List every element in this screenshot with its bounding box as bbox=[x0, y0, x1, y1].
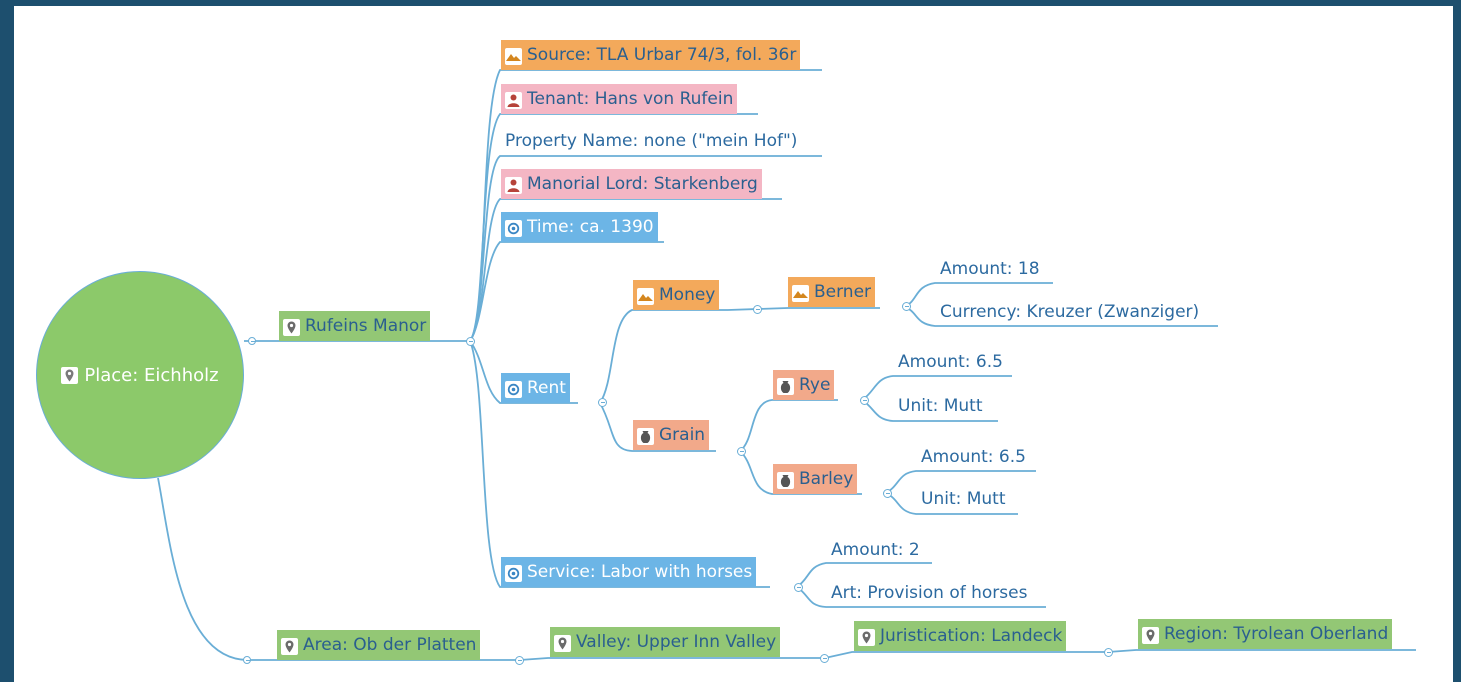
node-service-art[interactable]: Art: Provision of horses bbox=[827, 578, 1031, 608]
node-source[interactable]: Source: TLA Urbar 74/3, fol. 36r bbox=[501, 40, 801, 70]
collapse-toggle-juris[interactable] bbox=[1104, 648, 1113, 657]
node-label: Region: Tyrolean Oberland bbox=[1164, 624, 1389, 644]
cycle-icon bbox=[505, 378, 522, 398]
node-label: Time: ca. 1390 bbox=[527, 217, 654, 237]
collapse-toggle-barley[interactable] bbox=[883, 489, 892, 498]
node-label: Grain bbox=[659, 425, 706, 445]
pot-icon bbox=[777, 469, 794, 489]
collapse-toggle-rent[interactable] bbox=[598, 398, 607, 407]
node-label: Amount: 2 bbox=[831, 540, 920, 560]
person-icon bbox=[505, 89, 522, 109]
map-pin-icon bbox=[61, 366, 79, 384]
node-jurisdiction[interactable]: Juristication: Landeck bbox=[854, 621, 1067, 651]
node-rufeins-manor[interactable]: Rufeins Manor bbox=[279, 311, 431, 341]
node-time[interactable]: Time: ca. 1390 bbox=[501, 212, 658, 242]
node-property-name[interactable]: Property Name: none ("mein Hof") bbox=[501, 126, 801, 156]
node-label: Rye bbox=[799, 375, 831, 395]
root-node-place-eichholz[interactable]: Place: Eichholz bbox=[36, 271, 244, 479]
mountain-icon bbox=[505, 45, 522, 65]
node-grain[interactable]: Grain bbox=[633, 420, 710, 450]
node-label: Berner bbox=[814, 282, 872, 302]
node-currency[interactable]: Currency: Kreuzer (Zwanziger) bbox=[936, 297, 1203, 327]
node-valley[interactable]: Valley: Upper Inn Valley bbox=[550, 627, 781, 657]
node-manorial-lord[interactable]: Manorial Lord: Starkenberg bbox=[501, 169, 762, 199]
node-rye[interactable]: Rye bbox=[773, 370, 835, 400]
root-label: Place: Eichholz bbox=[84, 364, 219, 386]
node-area[interactable]: Area: Ob der Platten bbox=[277, 630, 481, 660]
node-barley-amount[interactable]: Amount: 6.5 bbox=[917, 442, 1030, 472]
node-label: Art: Provision of horses bbox=[831, 583, 1028, 603]
map-pin-icon bbox=[1142, 624, 1159, 644]
person-icon bbox=[505, 174, 522, 194]
node-rent[interactable]: Rent bbox=[501, 373, 570, 403]
collapse-toggle-service[interactable] bbox=[794, 583, 803, 592]
collapse-toggle-grain[interactable] bbox=[737, 447, 746, 456]
node-barley-unit[interactable]: Unit: Mutt bbox=[917, 484, 1010, 514]
node-label: Tenant: Hans von Rufein bbox=[527, 89, 734, 109]
node-label: Source: TLA Urbar 74/3, fol. 36r bbox=[527, 45, 797, 65]
cycle-icon bbox=[505, 217, 522, 237]
node-label: Juristication: Landeck bbox=[880, 626, 1063, 646]
node-label: Unit: Mutt bbox=[921, 489, 1006, 509]
collapse-toggle-money[interactable] bbox=[753, 305, 762, 314]
collapse-toggle-valley[interactable] bbox=[820, 654, 829, 663]
collapse-toggle-area[interactable] bbox=[515, 656, 524, 665]
node-rye-unit[interactable]: Unit: Mutt bbox=[894, 391, 987, 421]
collapse-toggle-rufeins[interactable] bbox=[466, 337, 475, 346]
node-tenant[interactable]: Tenant: Hans von Rufein bbox=[501, 84, 738, 114]
node-berner[interactable]: Berner bbox=[788, 277, 876, 307]
node-label: Money bbox=[659, 285, 716, 305]
collapse-toggle-end[interactable] bbox=[243, 656, 251, 664]
node-region[interactable]: Region: Tyrolean Oberland bbox=[1138, 619, 1393, 649]
map-pin-icon bbox=[283, 316, 300, 336]
mountain-icon bbox=[637, 285, 654, 305]
node-label: Amount: 6.5 bbox=[921, 447, 1026, 467]
node-label: Property Name: none ("mein Hof") bbox=[505, 131, 798, 151]
node-label: Area: Ob der Platten bbox=[303, 635, 477, 655]
collapse-toggle-rye[interactable] bbox=[860, 396, 869, 405]
node-amount-18[interactable]: Amount: 18 bbox=[936, 254, 1044, 284]
node-barley[interactable]: Barley bbox=[773, 464, 858, 494]
node-label: Service: Labor with horses bbox=[527, 562, 753, 582]
mountain-icon bbox=[792, 282, 809, 302]
map-pin-icon bbox=[281, 635, 298, 655]
map-pin-icon bbox=[858, 626, 875, 646]
node-label: Barley bbox=[799, 469, 854, 489]
node-label: Currency: Kreuzer (Zwanziger) bbox=[940, 302, 1200, 322]
node-service[interactable]: Service: Labor with horses bbox=[501, 557, 757, 587]
node-label: Manorial Lord: Starkenberg bbox=[527, 174, 758, 194]
node-label: Unit: Mutt bbox=[898, 396, 983, 416]
pot-icon bbox=[777, 375, 794, 395]
node-label: Rufeins Manor bbox=[305, 316, 427, 336]
node-label: Amount: 6.5 bbox=[898, 352, 1003, 372]
pot-icon bbox=[637, 425, 654, 445]
node-label: Valley: Upper Inn Valley bbox=[576, 632, 777, 652]
node-label: Amount: 18 bbox=[940, 259, 1040, 279]
node-rye-amount[interactable]: Amount: 6.5 bbox=[894, 347, 1007, 377]
collapse-toggle-root[interactable] bbox=[248, 337, 256, 345]
collapse-toggle-berner[interactable] bbox=[902, 302, 911, 311]
node-money[interactable]: Money bbox=[633, 280, 720, 310]
node-service-amount[interactable]: Amount: 2 bbox=[827, 535, 924, 565]
cycle-icon bbox=[505, 562, 522, 582]
map-pin-icon bbox=[554, 632, 571, 652]
node-label: Rent bbox=[527, 378, 566, 398]
